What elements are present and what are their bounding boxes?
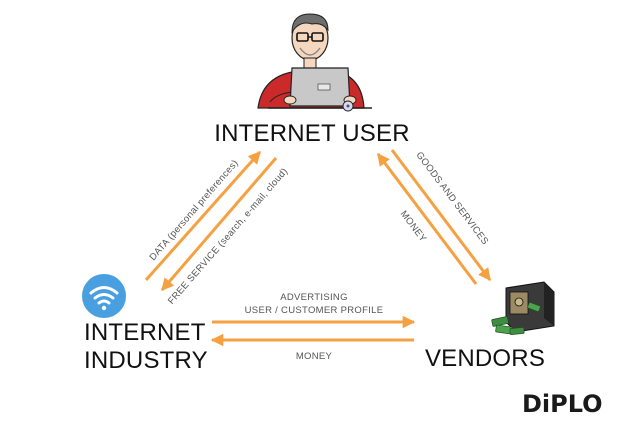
advertising-flow-label: ADVERTISING bbox=[280, 292, 348, 303]
diplo-logo: DiPLO bbox=[522, 390, 603, 418]
internet-user-label: INTERNET USER bbox=[214, 120, 410, 147]
arrow-goods-to-vendors bbox=[390, 149, 492, 282]
internet-industry-label-line1: INTERNET bbox=[84, 319, 206, 346]
person-with-laptop-icon bbox=[257, 13, 372, 112]
money-vendor-to-industry-flow-label: MONEY bbox=[296, 351, 333, 362]
arrow-money-to-user bbox=[376, 152, 478, 285]
vendors-label: VENDORS bbox=[425, 345, 545, 372]
wifi-icon bbox=[82, 274, 126, 318]
internet-industry-label-line2: INDUSTRY bbox=[84, 347, 208, 374]
safe-with-money-icon bbox=[491, 281, 555, 335]
arrow-data-to-user bbox=[144, 151, 262, 281]
arrow-free-service-to-industry bbox=[160, 157, 278, 291]
data-flow-label: DATA (personal preferences) bbox=[147, 158, 240, 263]
user-customer-profile-flow-label: USER / CUSTOMER PROFILE bbox=[245, 305, 384, 316]
diplo-logo-text: DiPLO bbox=[522, 390, 603, 418]
